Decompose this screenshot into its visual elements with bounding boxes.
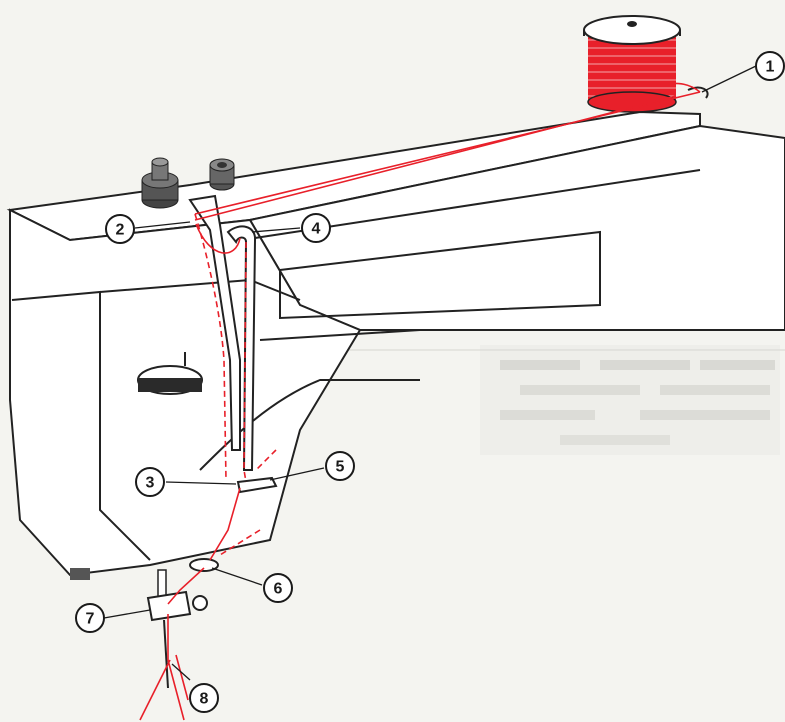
arm-groove-lower	[259, 329, 421, 341]
callout-5: 5	[325, 451, 355, 481]
callout-6: 6	[263, 573, 293, 603]
tension-guide	[226, 225, 257, 471]
callout-8: 8	[189, 683, 219, 713]
callout-6-label: 6	[274, 581, 283, 598]
head-panel-edge	[11, 290, 151, 561]
machine-foot	[70, 568, 90, 580]
callout-7: 7	[75, 603, 105, 633]
callout-7-label: 7	[86, 611, 95, 628]
thread-guides	[146, 86, 709, 689]
guide-6	[189, 558, 219, 572]
callout-1-label: 1	[766, 59, 775, 76]
top-thread-guide-1	[687, 86, 709, 99]
callout-4: 4	[301, 213, 331, 243]
needle-clamp-screw	[192, 595, 208, 611]
stitch-dial-ribs	[138, 378, 202, 392]
callout-2: 2	[105, 214, 135, 244]
thread-spool	[583, 15, 681, 113]
arm-window	[279, 230, 601, 320]
callout-leaders	[103, 65, 757, 681]
callout-5-label: 5	[336, 459, 345, 476]
callout-1: 1	[755, 51, 785, 81]
background-bleed-through	[300, 329, 785, 455]
thread-path	[139, 82, 701, 721]
callout-3: 3	[135, 467, 165, 497]
callout-2-label: 2	[116, 222, 125, 239]
take-up-lever	[188, 194, 241, 451]
top-knobs	[141, 157, 235, 209]
callout-8-label: 8	[200, 691, 209, 708]
needle	[163, 619, 169, 689]
callout-3-label: 3	[146, 475, 155, 492]
head-lower-contour	[199, 379, 420, 471]
callout-4-label: 4	[312, 221, 321, 238]
needle-clamp	[146, 590, 192, 622]
